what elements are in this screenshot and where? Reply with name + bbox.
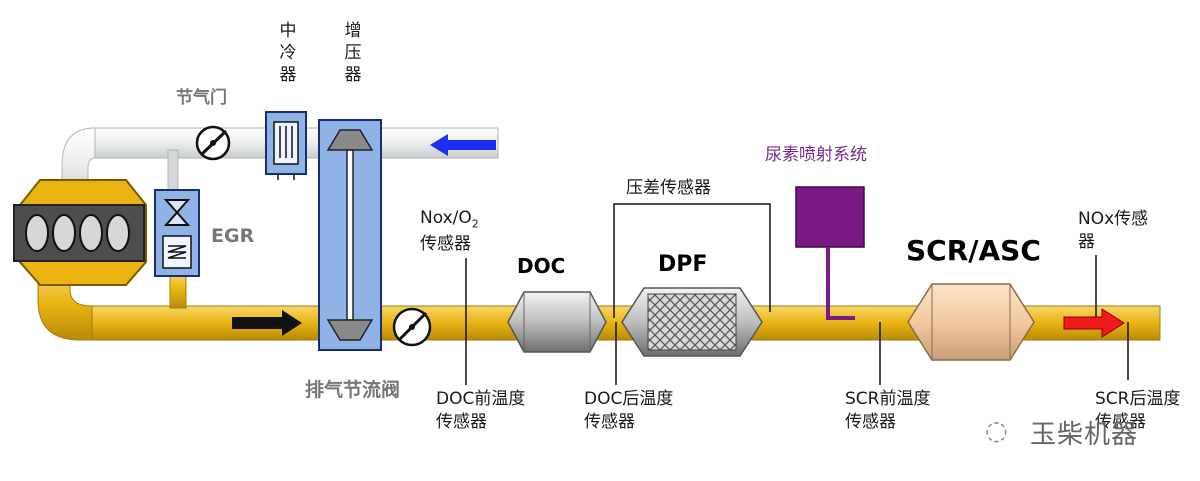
doc-post-temp-label: DOC后温度传感器 [584,389,674,432]
nox-sensor-label: NOx传感器 [1078,209,1149,252]
scr-asc-catalyst [907,283,1035,361]
nox-o2-sub: 2 [471,217,479,231]
scr-pre-temp-label: SCR前温度传感器 [845,389,931,432]
nox-o2-suffix: 传感器 [420,234,471,255]
nox-o2-sensor-label: Nox/O2 传感器 [420,208,479,255]
turbocharger [318,119,382,351]
egr-label: EGR [211,225,255,247]
exhaust-valve-label: 排气节流阀 [305,379,401,401]
diff-pressure-bracket [613,203,771,318]
exhaust-throttle-valve [392,307,432,347]
nox-o2-prefix: Nox/O [420,208,472,228]
urea-label: 尿素喷射系统 [765,145,867,165]
diff-pressure-label: 压差传感器 [626,178,711,198]
dpf-filter [621,287,763,357]
scr-post-temp-label: SCR后温度传感器 [1095,389,1181,432]
doc-label: DOC [517,254,566,278]
scr-asc-label: SCR/ASC [906,234,1041,267]
wechat-icon: ◌ [985,416,1008,446]
sensor-leader-lines [465,255,1129,385]
engine-block [13,179,147,286]
doc-pre-temp-label: DOC前温度传感器 [436,389,526,432]
intercooler [265,111,307,180]
egr-unit [154,189,200,277]
dpf-label: DPF [658,252,708,277]
flow-arrows [232,134,1125,338]
urea-injection-system [795,186,865,320]
throttle-valve [195,125,231,161]
turbo-label: 增压器 [344,21,362,85]
throttle-label: 节气门 [176,88,227,108]
watermark-text: 玉柴机器 [1030,420,1139,450]
doc-catalyst [507,291,607,353]
intercooler-label: 中冷器 [279,21,297,85]
